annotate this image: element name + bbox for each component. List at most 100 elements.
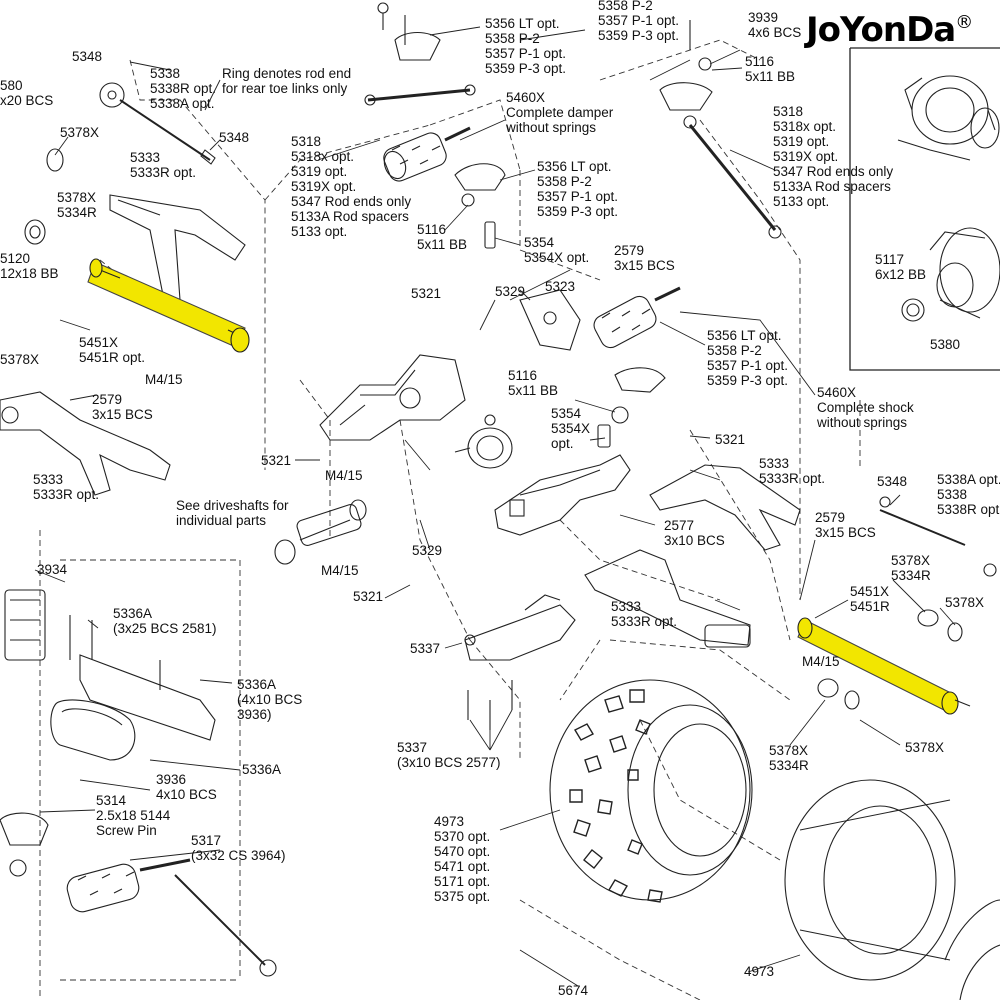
label-5460x-damper: 5460X Complete damper without springs	[506, 90, 614, 135]
shock-mount-upper	[454, 163, 506, 249]
hub-bearing-left	[24, 148, 64, 245]
label-5378x-tl: 5378X	[60, 125, 100, 140]
label-5333-left-top: 5333 5333R opt.	[130, 150, 197, 180]
label-5321-left: 5321	[261, 453, 292, 468]
bearing-5117-part	[901, 298, 925, 322]
label-2579-left: 2579 3x15 BCS	[92, 392, 153, 422]
label-5120: 5120 12x18 BB	[0, 251, 59, 281]
label-5348-edge: 5348	[72, 49, 103, 64]
lower-arm-left-part	[0, 391, 171, 496]
label-5336a-mid: 5336A (4x10 BCS 3936)	[237, 677, 303, 722]
label-5460x-shock: 5460X Complete shock without springs	[817, 385, 914, 430]
label-4973-insert: 4973	[744, 964, 775, 979]
label-m415-right: M4/15	[802, 654, 840, 669]
label-see-driveshafts: See driveshafts for individual parts	[176, 498, 289, 528]
label-2579-right: 2579 3x15 BCS	[815, 510, 876, 540]
rear-camber-link-assembly	[364, 2, 476, 106]
label-5356-top: 5356 LT opt. 5358 P-2 5357 P-1 opt. 5359…	[485, 16, 567, 76]
label-2579-top: 2579 3x15 BCS	[614, 243, 675, 273]
label-4973-tire: 4973 5370 opt. 5470 opt. 5471 opt. 5171 …	[434, 814, 491, 904]
label-5356-mid: 5356 LT opt. 5358 P-2 5357 P-1 opt. 5359…	[537, 159, 619, 219]
hub-rings-right	[817, 496, 997, 710]
label-5354-center: 5354 5354X opt.	[551, 406, 591, 451]
assembly-guide-lines	[39, 39, 861, 1000]
wheel-part-edge	[944, 899, 1000, 1000]
label-m415-low: M4/15	[321, 563, 359, 578]
label-5329-bottom: 5329	[412, 543, 443, 558]
label-5354-mid: 5354 5354X opt.	[524, 235, 590, 265]
rear-toe-link-part	[99, 82, 216, 165]
label-5116-center: 5116 5x11 BB	[508, 368, 559, 398]
brand-name: JoYonDa	[806, 10, 956, 50]
label-5451x-right: 5451X 5451R	[850, 584, 890, 614]
lower-arm-right-bottom	[584, 549, 751, 648]
differential-housing-part	[897, 75, 1000, 161]
label-5378x-5334r-bottom: 5378X 5334R	[769, 743, 809, 773]
differential-inset-box	[849, 47, 1000, 371]
label-5323: 5323	[545, 279, 576, 294]
label-5337-top: 5337	[410, 641, 441, 656]
label-5321-top: 5321	[411, 286, 442, 301]
label-5451x-left: 5451X 5451R opt.	[79, 335, 146, 365]
center-driveshaft	[274, 499, 367, 565]
label-5378x-right: 5378X	[945, 595, 985, 610]
label-5378x-5334r-left: 5378X 5334R	[57, 190, 97, 220]
label-5117: 5117 6x12 BB	[875, 252, 927, 282]
label-5318-right: 5318 5318x opt. 5319 opt. 5319X opt. 534…	[773, 104, 894, 209]
label-5378x-bottom: 5378X	[905, 740, 945, 755]
rear-bulkhead	[494, 454, 631, 536]
lower-arm-right-top	[649, 464, 801, 551]
label-5338-left: 5338 5338R opt. 5338A opt.	[150, 66, 217, 111]
upper-arm-left-part	[109, 194, 246, 306]
label-ring-note: Ring denotes rod end for rear toe links …	[222, 66, 352, 96]
skid-plate-part	[464, 594, 576, 730]
label-580: 580 x20 BCS	[0, 78, 54, 108]
label-5321-low: 5321	[353, 589, 384, 604]
label-5348-right: 5348	[877, 474, 908, 489]
label-5336a-top: 5336A (3x25 BCS 2581)	[113, 606, 217, 636]
rear-driveshaft-right-highlight	[797, 617, 971, 715]
chassis-center-section	[319, 289, 581, 441]
label-5318-left: 5318 5318x opt. 5319 opt. 5319X opt. 534…	[291, 134, 412, 239]
label-5674: 5674	[558, 983, 589, 998]
rear-driveshaft-left-highlight	[87, 258, 250, 353]
label-m415-mid: M4/15	[325, 468, 363, 483]
label-5116-top: 5116 5x11 BB	[745, 54, 796, 84]
label-5348-left: 5348	[219, 130, 250, 145]
label-5358-top-right: 5358 P-2 5357 P-1 opt. 5359 P-3 opt.	[598, 0, 680, 43]
diff-carrier-part	[929, 227, 1000, 319]
label-5338a-right: 5338A opt. 5338 5338R opt.	[937, 472, 1000, 517]
registered-mark: ®	[955, 12, 973, 33]
rear-tire-part	[549, 679, 753, 903]
label-5333-mid: 5333 5333R opt.	[611, 599, 678, 629]
label-3939: 3939 4x6 BCS	[748, 10, 802, 40]
bumper-mount-assembly	[4, 589, 216, 761]
label-5378x-5334r-right: 5378X 5334R	[891, 553, 931, 583]
label-5333-left-bottom: 5333 5333R opt.	[33, 472, 100, 502]
label-3934: 3934	[37, 562, 68, 577]
upper-link-right-part	[659, 20, 782, 239]
label-3936: 3936 4x10 BCS	[156, 772, 217, 802]
tire-insert-part	[784, 779, 956, 981]
differential-center	[454, 414, 513, 469]
label-5378x-left2: 5378X	[0, 352, 40, 367]
rear-shock-lower-left	[0, 812, 277, 977]
label-m415-left: M4/15	[145, 372, 183, 387]
label-5321-mid: 5321	[715, 432, 746, 447]
callout-leader-lines	[34, 26, 956, 987]
label-5333-right-top: 5333 5333R opt.	[759, 456, 826, 486]
label-5317: 5317 (3x32 CS 3964)	[191, 833, 286, 863]
label-5336a-low: 5336A	[242, 762, 282, 777]
label-2577: 2577 3x10 BCS	[664, 518, 725, 548]
rear-damper-part	[383, 126, 471, 182]
label-5337-bottom: 5337 (3x10 BCS 2577)	[397, 740, 501, 770]
label-5116-mid: 5116 5x11 BB	[417, 222, 468, 252]
label-5329-top: 5329	[495, 284, 526, 299]
label-5356-right: 5356 LT opt. 5358 P-2 5357 P-1 opt. 5359…	[707, 328, 789, 388]
brand-logo: JoYonDa®	[806, 10, 973, 50]
label-5314: 5314 2.5x18 5144 Screw Pin	[96, 793, 171, 838]
front-shock-right	[593, 286, 681, 448]
label-5380: 5380	[930, 337, 961, 352]
